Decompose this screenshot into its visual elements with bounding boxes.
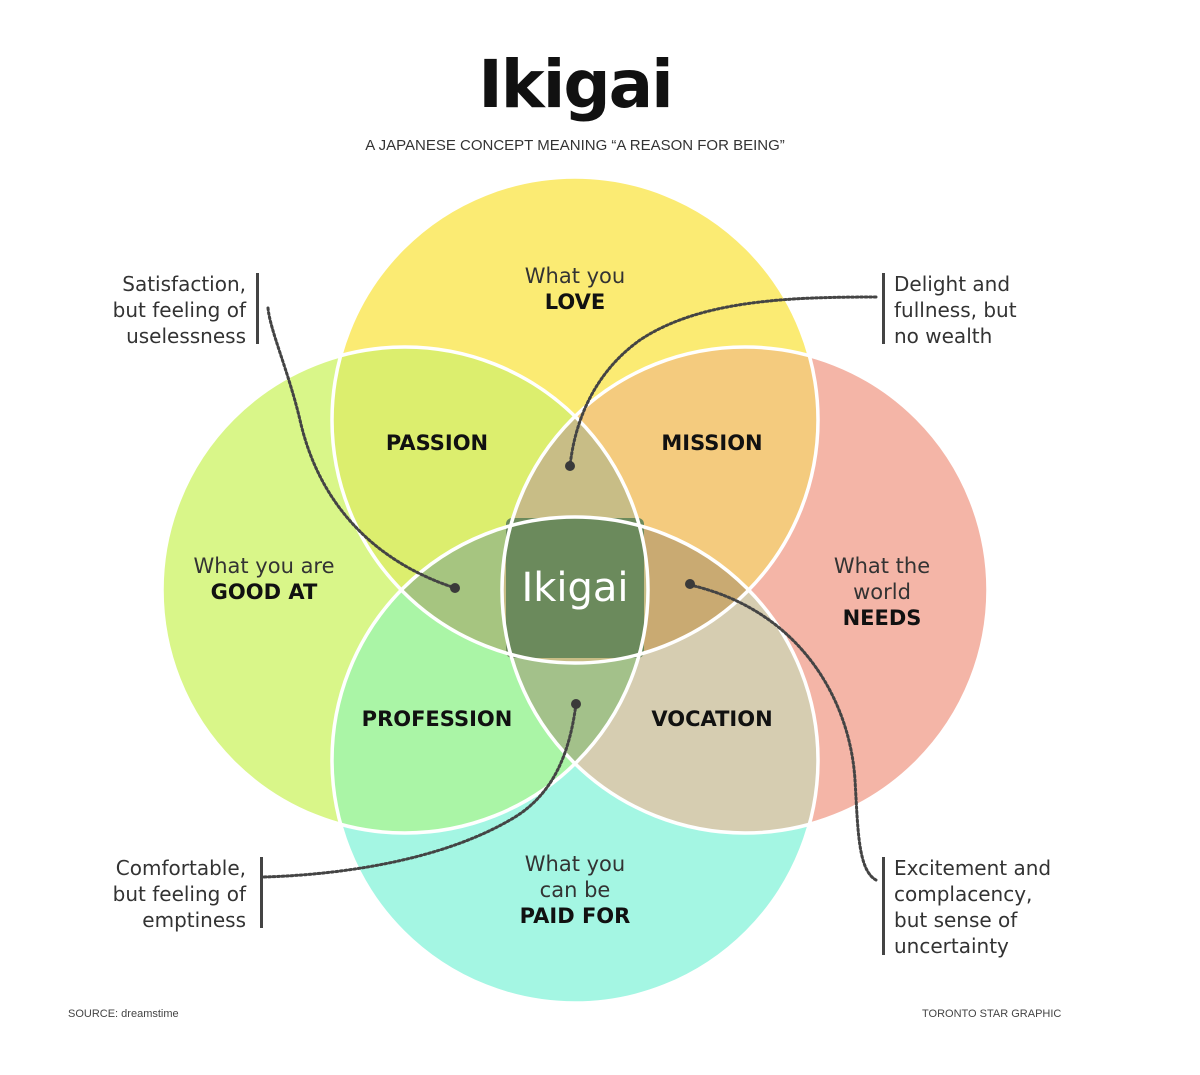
needs-label-line2: world [853, 580, 911, 604]
diagram-title: Ikigai [478, 46, 673, 123]
love-label-bold: LOVE [545, 290, 606, 314]
connector-top-left [266, 306, 457, 590]
diagram-subtitle: A JAPANESE CONCEPT MEANING “A REASON FOR… [365, 137, 785, 154]
connector-dot-top-right [565, 461, 575, 471]
region-love-good-needs [502, 347, 648, 663]
note-bottom-left-bar [260, 857, 263, 928]
note-top-right-bar [882, 273, 885, 344]
note-bottom-right-bar [882, 857, 885, 955]
vocation-label: VOCATION [651, 707, 772, 731]
ikigai-center-region [506, 518, 644, 658]
note-top-left: Satisfaction, but feeling of uselessness [112, 272, 246, 348]
passion-label: PASSION [386, 431, 488, 455]
good-label-line1: What you are [193, 554, 334, 578]
connector-top-right [568, 295, 878, 468]
connector-dot-bottom-left [571, 699, 581, 709]
paid-label-line1: What you [525, 852, 625, 876]
note-bottom-right: Excitement and complacency, but sense of… [894, 856, 1052, 958]
connector-bottom-right [688, 583, 878, 882]
source-credit: SOURCE: dreamstime [68, 1008, 179, 1020]
profession-label: PROFESSION [362, 707, 513, 731]
connector-dot-top-left [450, 583, 460, 593]
connector-dot-bottom-right [685, 579, 695, 589]
region-good-needs-paid [502, 517, 648, 833]
note-top-left-bar [256, 273, 259, 344]
connector-bottom-left [262, 702, 578, 879]
note-bottom-left: Comfortable, but feeling of emptiness [112, 856, 246, 932]
graphic-credit: TORONTO STAR GRAPHIC [922, 1008, 1062, 1020]
needs-label-line1: What the [834, 554, 930, 578]
paid-label-bold: PAID FOR [520, 904, 631, 928]
paid-label-line2: can be [540, 878, 611, 902]
note-top-right: Delight and fullness, but no wealth [894, 272, 1017, 348]
good-label-bold: GOOD AT [211, 580, 318, 604]
mission-label: MISSION [661, 431, 762, 455]
love-label-line1: What you [525, 264, 625, 288]
needs-label-bold: NEEDS [843, 606, 922, 630]
ikigai-center-label: Ikigai [521, 565, 628, 611]
